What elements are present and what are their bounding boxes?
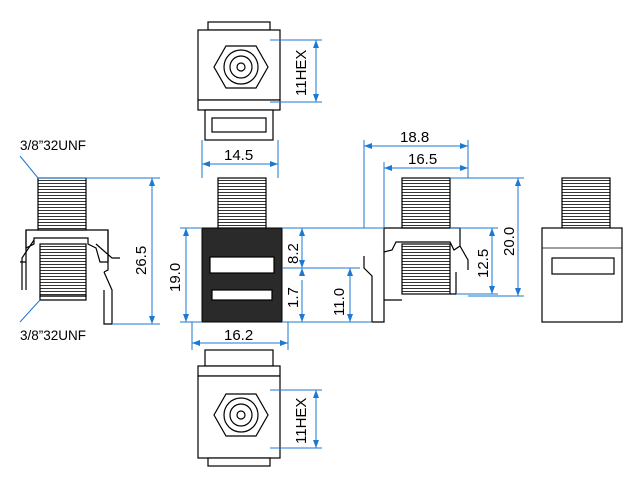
dim-18-8: 18.8	[400, 129, 429, 146]
dim-11-0: 11.0	[331, 288, 348, 316]
top-view	[197, 21, 281, 141]
dimension-labels: 11HEX 11HEX 14.5 16.2 26.5 19.0 8.2 1.7 …	[20, 50, 518, 444]
dimensions	[19, 39, 524, 449]
dim-20-0: 20.0	[501, 227, 518, 256]
dim-1-7: 1.7	[285, 287, 302, 308]
hex-label-bottom: 11HEX	[293, 398, 310, 444]
thread-callout-top: 3/8”32UNF	[20, 138, 86, 153]
dim-16-2: 16.2	[224, 327, 253, 344]
hex-nut-bottom	[213, 393, 269, 437]
center-view	[201, 177, 283, 323]
left-side-view	[20, 177, 120, 325]
dim-19-0: 19.0	[167, 263, 184, 292]
dim-14-5: 14.5	[224, 147, 253, 164]
hex-label-top: 11HEX	[293, 50, 310, 96]
dim-8-2: 8.2	[285, 243, 302, 264]
far-right-view	[541, 177, 623, 323]
dim-12-5: 12.5	[475, 249, 492, 278]
bottom-view	[197, 349, 281, 467]
hex-nut-top	[213, 45, 269, 89]
keystone-body	[201, 227, 283, 323]
dim-16-5: 16.5	[408, 151, 437, 168]
thread-callout-bottom: 3/8”32UNF	[20, 328, 86, 343]
dim-26-5: 26.5	[133, 246, 150, 275]
right-side-view	[363, 177, 469, 323]
